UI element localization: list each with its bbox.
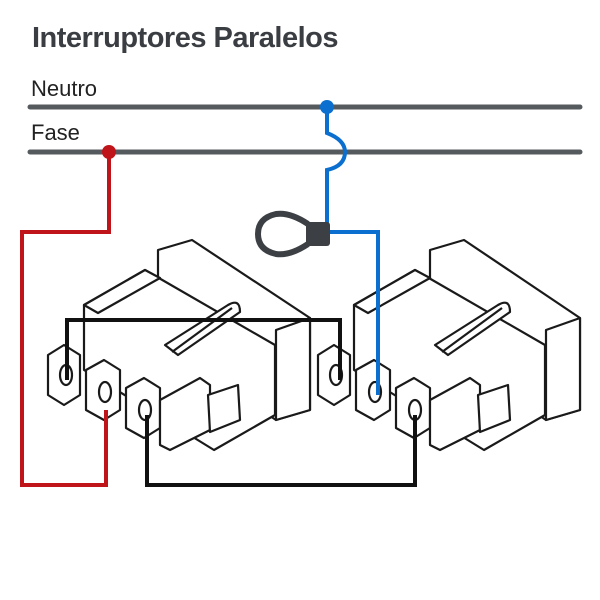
lamp-icon	[254, 210, 330, 258]
switch-left	[46, 238, 312, 452]
phase-rail-label: Fase	[31, 120, 80, 145]
diagram-title: Interruptores Paralelos	[32, 22, 339, 54]
switch-right	[316, 238, 582, 452]
traveler-wire-bottom	[145, 415, 417, 487]
neutral-junction-dot	[320, 100, 334, 114]
neutral-rail-label: Neutro	[31, 76, 98, 101]
phase-junction-dot	[102, 145, 116, 159]
phase-wire	[20, 152, 111, 487]
traveler-wire-top	[65, 318, 342, 380]
neutral-wire	[325, 107, 348, 232]
lamp-to-switch-wire	[330, 230, 380, 395]
